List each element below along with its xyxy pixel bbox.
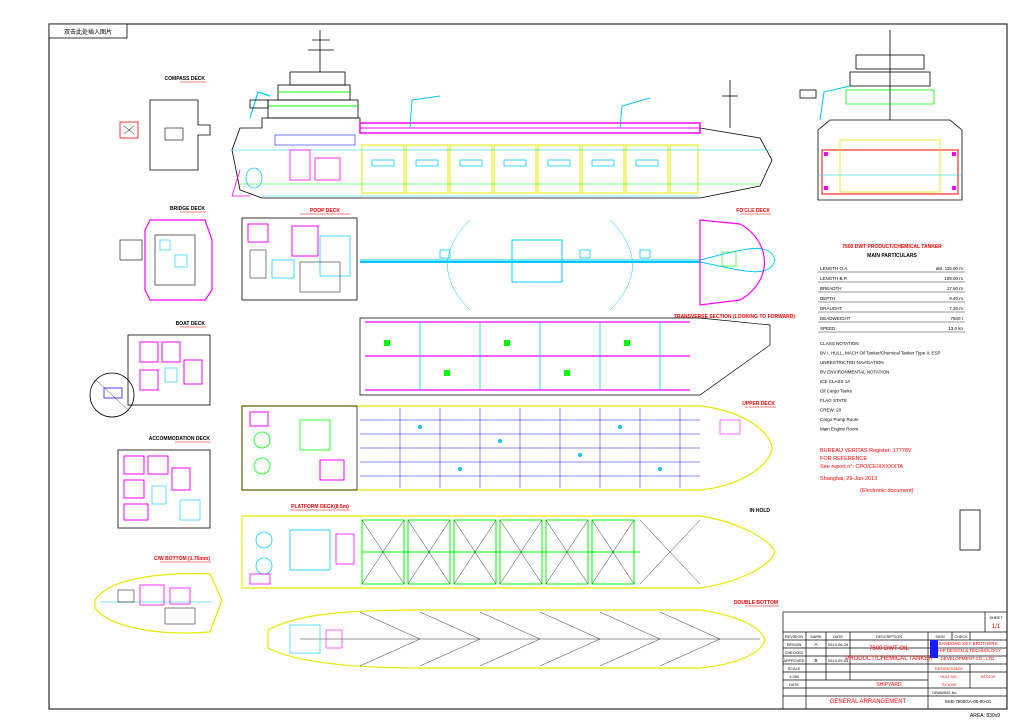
compass-deck-plan: COMPASS DECK — [119, 76, 211, 171]
svg-text:DEVELOPMENT CO., LTD.: DEVELOPMENT CO., LTD. — [940, 656, 995, 661]
particular-value: 7500 t — [950, 316, 963, 321]
svg-text:DESIGN STAGE: DESIGN STAGE — [935, 667, 964, 671]
svg-text:BOAT DECK: BOAT DECK — [176, 321, 206, 327]
main-particulars: 7500 DWT PRODUCT/CHEMICAL TANKER MAIN PA… — [818, 244, 965, 432]
class-notation-line: Main Engine Room — [820, 427, 859, 432]
svg-text:7500 DWT OIL: 7500 DWT OIL — [869, 646, 910, 652]
title-block — [782, 611, 1008, 710]
platform-deck-plan: PLATFORM DECK(8.5m) IN HOLD — [241, 504, 776, 589]
cargo-pipe-section: TRANSVERSE SECTION (LOOKING TO FORWARD) — [359, 314, 796, 396]
svg-text:DATE: DATE — [833, 635, 843, 639]
particular-label: LENGTH B.P. — [820, 276, 847, 281]
approval-box — [959, 509, 981, 551]
class-notation-line: ICE CLASS 1A — [820, 379, 850, 384]
svg-text:COMPASS DECK: COMPASS DECK — [165, 76, 206, 82]
svg-text:B: B — [814, 658, 817, 663]
bridge-deck-plan: BRIDGE DECK — [119, 206, 213, 301]
class-notation-line: CLASS NOTATION — [820, 341, 859, 346]
svg-text:DOUBLE BOTTOM: DOUBLE BOTTOM — [734, 600, 778, 606]
particular-label: DRAUGHT — [820, 306, 843, 311]
svg-text:See report n°: CPO/CE/XXXXXTA: See report n°: CPO/CE/XXXXXTA — [820, 464, 903, 470]
class-notation-line: BV I, HULL, MACH Oil Tanker/Chemical Tan… — [820, 351, 941, 356]
particular-value: 17.60 m — [947, 286, 964, 291]
svg-text:DESCRIPTION: DESCRIPTION — [876, 635, 902, 639]
title-block-text: SHEET 1/1 REVISION MARK DATE DESCRIPTION… — [783, 615, 1003, 705]
svg-text:2013-06-29: 2013-06-29 — [828, 642, 849, 647]
accommodation-deck-plan: ACCOMMODATION DECK — [117, 436, 211, 529]
class-notation-line: Oil Cargo Tanks — [820, 389, 853, 394]
svg-text:HULL NO.: HULL NO. — [940, 675, 957, 679]
svg-text:SKB-7500GA-00-00-01: SKB-7500GA-00-00-01 — [945, 699, 992, 704]
svg-text:1/1: 1/1 — [992, 624, 1001, 630]
particular-value: 7.20 m — [949, 306, 963, 311]
svg-text:SHEET: SHEET — [989, 615, 1003, 620]
class-notation-line: BV ENVIRONMENTAL NOTATION — [820, 370, 889, 375]
svg-text:POOP DECK: POOP DECK — [310, 208, 340, 214]
svg-text:Shanghai, 29-Jun-2013: Shanghai, 29-Jun-2013 — [820, 476, 877, 482]
upper-deck-plan: UPPER DECK — [241, 401, 776, 491]
svg-text:7500 DWT PRODUCT/CHEMICAL TANK: 7500 DWT PRODUCT/CHEMICAL TANKER — [842, 244, 942, 250]
svg-text:2013-09-03: 2013-09-03 — [828, 658, 849, 663]
svg-text:MARK: MARK — [811, 635, 822, 639]
svg-text:SIGN: SIGN — [935, 635, 945, 639]
cw-bottom-plan: C/W BOTTOM (1.76mm) — [94, 556, 223, 634]
svg-text:A: A — [814, 642, 817, 647]
drawing-border — [48, 23, 1008, 710]
particular-label: DEADWEIGHT — [820, 316, 851, 321]
svg-text:(Electronic document): (Electronic document) — [860, 488, 914, 494]
company-logo — [930, 640, 938, 658]
particular-value: 13.0 kn — [948, 326, 963, 331]
svg-text:MAIN PARTICULARS: MAIN PARTICULARS — [867, 253, 917, 259]
drawing-stamp: 双击此处插入图片 — [48, 23, 128, 39]
particular-value: 109.00 m — [944, 276, 963, 281]
svg-text:BRIDGE DECK: BRIDGE DECK — [170, 206, 205, 212]
approval-stamp: BUREAU VERITAS Register: 17778V FOR REFE… — [820, 448, 914, 494]
svg-text:CHECKED: CHECKED — [785, 651, 804, 655]
svg-text:TRANSVERSE SECTION (LOOKING TO: TRANSVERSE SECTION (LOOKING TO FORWARD) — [674, 314, 796, 320]
class-notation-line: Cargo Pump Room — [820, 417, 859, 422]
svg-text:BUREAU VERITAS Register: 17778: BUREAU VERITAS Register: 17778V — [820, 448, 912, 454]
svg-text:ACCOMMODATION DECK: ACCOMMODATION DECK — [149, 436, 211, 442]
particular-label: BREADTH — [820, 286, 842, 291]
svg-text:SCALE: SCALE — [788, 667, 801, 671]
svg-text:DESIGN: DESIGN — [787, 643, 802, 647]
svg-text:DATE: DATE — [789, 683, 799, 687]
double-bottom-plan: DOUBLE BOTTOM — [267, 600, 779, 669]
particular-value: 9.40 m — [949, 296, 963, 301]
svg-text:双击此处插入图片: 双击此处插入图片 — [64, 28, 112, 36]
svg-text:SHIPYARD: SHIPYARD — [876, 682, 902, 688]
svg-text:FOR REFERENCE: FOR REFERENCE — [820, 456, 867, 462]
class-notation-line: CREW: 20 — [820, 408, 842, 413]
svg-text:IN HOLD: IN HOLD — [749, 508, 770, 514]
svg-text:UPPER DECK: UPPER DECK — [742, 401, 775, 407]
svg-text:BT0100: BT0100 — [981, 674, 996, 679]
svg-text:C/W BOTTOM (1.76mm): C/W BOTTOM (1.76mm) — [154, 556, 210, 562]
svg-text:SY1040: SY1040 — [942, 682, 957, 687]
particular-label: LENGTH O.A. — [820, 266, 849, 271]
svg-text:SHIP DESIGN & TECHNOLOGY: SHIP DESIGN & TECHNOLOGY — [935, 648, 1001, 653]
svg-text:GENERAL ARRANGEMENT: GENERAL ARRANGEMENT — [830, 699, 907, 705]
particular-label: DEPTH — [820, 296, 835, 301]
svg-text:PLATFORM DECK(8.5m): PLATFORM DECK(8.5m) — [291, 504, 349, 510]
svg-text:1:250: 1:250 — [789, 674, 800, 679]
svg-text:REVISION: REVISION — [785, 635, 803, 639]
class-notation-line: UNRESTRICTED NAVIGATION — [820, 360, 884, 365]
svg-text:SANDONG KEY BROTHERS: SANDONG KEY BROTHERS — [938, 641, 997, 646]
main-deck-plan: FO'CLE DECK — [360, 208, 776, 311]
svg-text:FO'CLE DECK: FO'CLE DECK — [736, 208, 770, 214]
particular-value: abt. 115.00 m — [936, 266, 963, 271]
svg-text:DRAWING No.: DRAWING No. — [932, 691, 957, 695]
particular-label: SPEED — [820, 326, 836, 331]
boat-deck-plan: BOAT DECK — [89, 321, 211, 418]
svg-text:APPROVED: APPROVED — [783, 659, 804, 663]
svg-text:CHECK: CHECK — [954, 635, 968, 639]
area-note: AREA: 830x9 — [970, 713, 1000, 719]
profile-view — [231, 30, 773, 199]
svg-text:PRODUCT/CHEMICAL TANKER: PRODUCT/CHEMICAL TANKER — [845, 656, 933, 662]
transverse-section-view — [799, 30, 963, 201]
poop-deck-plan: POOP DECK — [241, 208, 358, 301]
class-notation-line: FLAG STATE — [820, 398, 847, 403]
